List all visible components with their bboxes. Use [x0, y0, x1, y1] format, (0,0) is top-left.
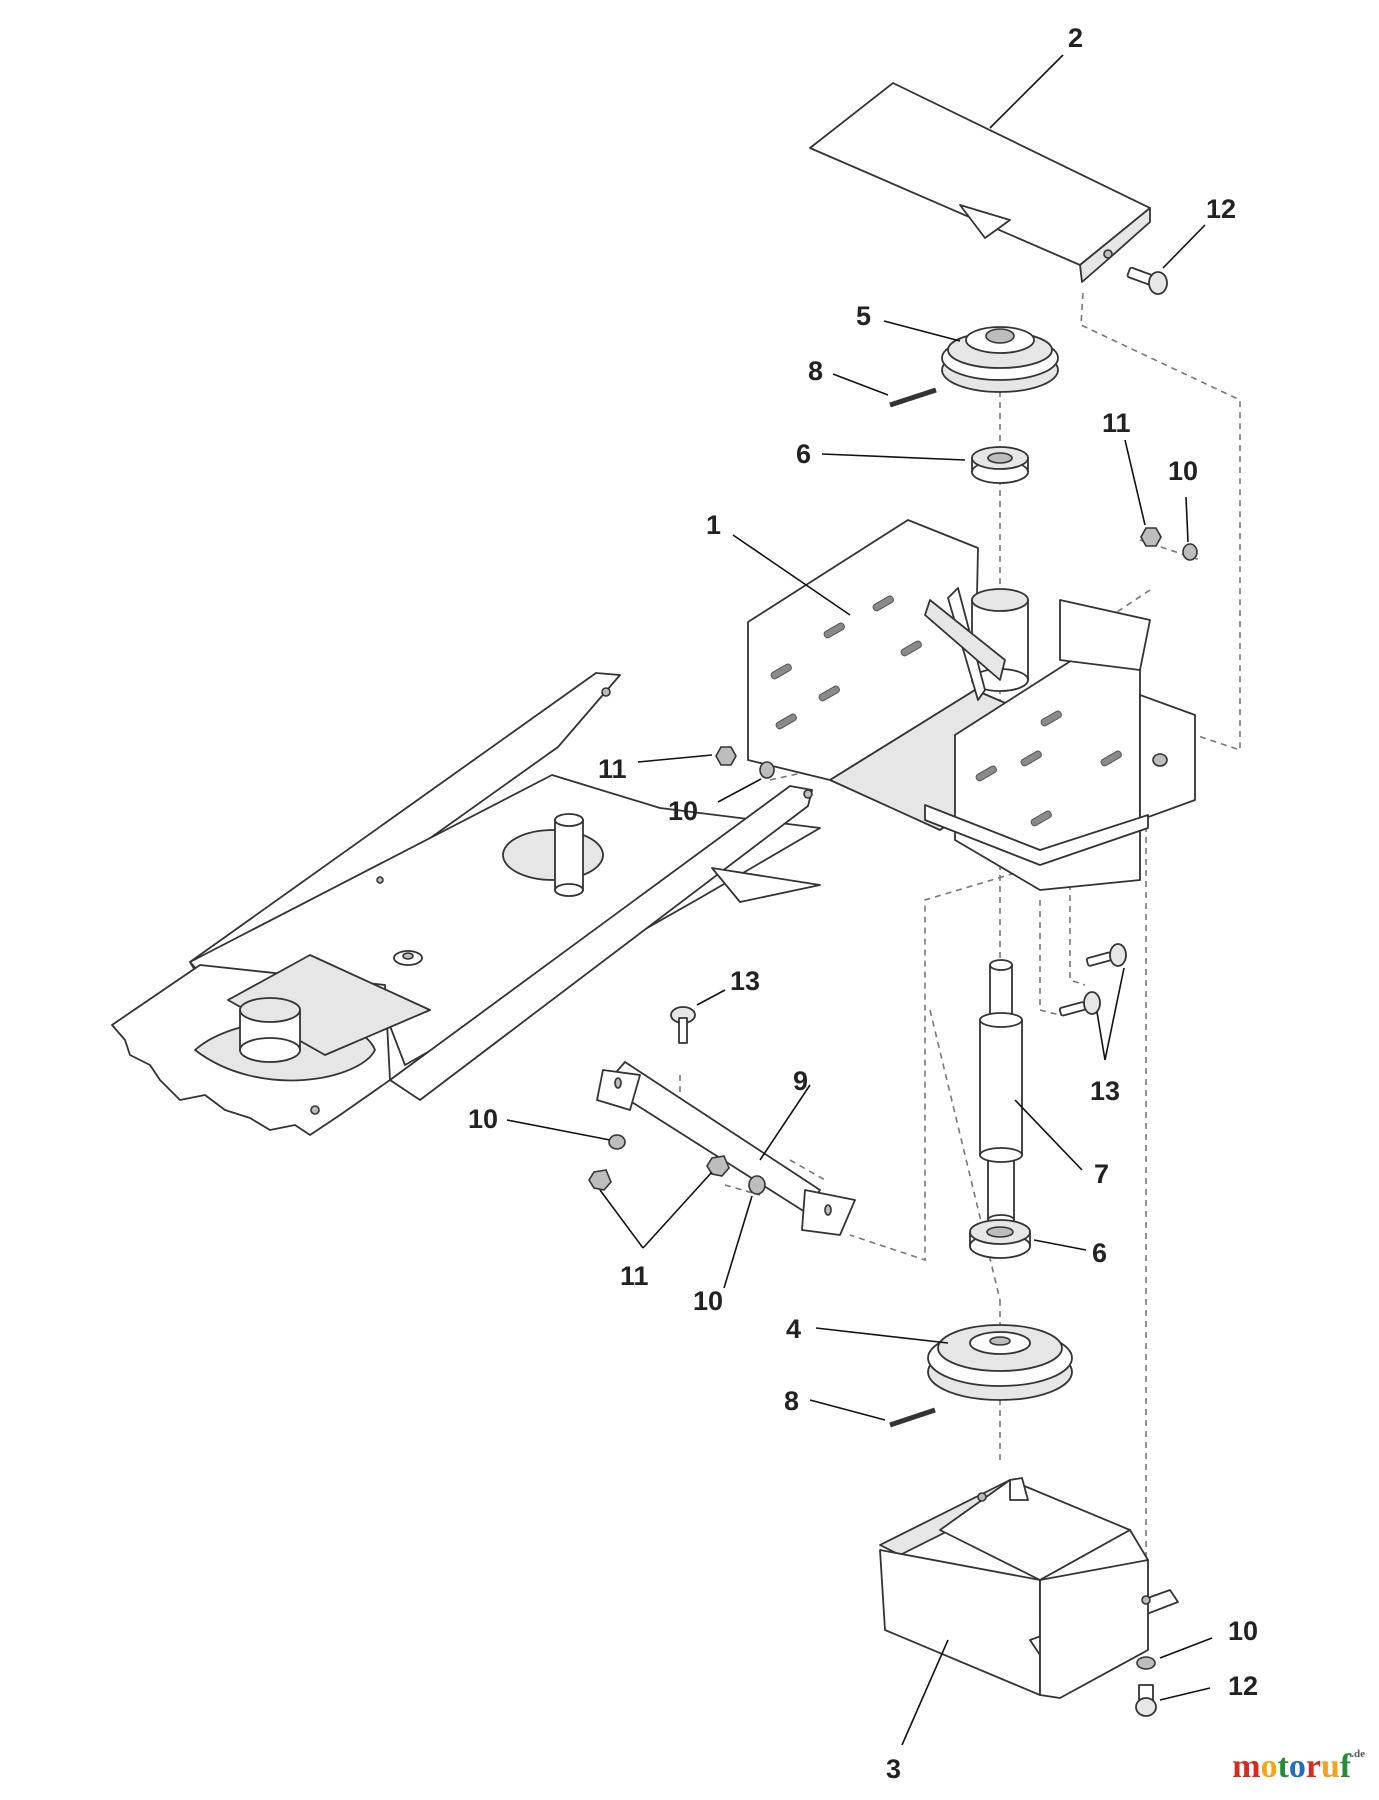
watermark-letter: t — [1277, 1748, 1289, 1785]
part-bearing-lower — [969, 1219, 1031, 1259]
part-screws-bracket — [1058, 943, 1127, 1017]
callout-10-bottom: 10 — [1228, 1616, 1258, 1646]
assembly-guide-lines — [679, 292, 1241, 1640]
callout-1: 1 — [706, 510, 721, 540]
callout-labels: 2 12 5 8 6 11 10 1 11 10 13 13 9 10 7 11… — [468, 23, 1258, 1784]
watermark-logo: motoruf.de — [1232, 1748, 1365, 1786]
callout-10-strap-right: 10 — [693, 1286, 723, 1316]
part-shaft — [979, 959, 1023, 1226]
callout-11-deck: 11 — [598, 754, 627, 784]
watermark-letter: m — [1232, 1748, 1261, 1785]
callout-9: 9 — [793, 1066, 808, 1096]
part-top-cover — [809, 82, 1151, 283]
callout-8-lower: 8 — [784, 1386, 799, 1416]
callout-13-bracket: 13 — [1090, 1076, 1120, 1106]
part-pin-lower — [889, 1407, 936, 1428]
part-main-bracket — [747, 519, 1196, 891]
callout-10-deck: 10 — [668, 796, 698, 826]
part-bolt-top — [1126, 266, 1168, 295]
part-bearing-top — [971, 446, 1029, 484]
part-nuts-washers-strap — [588, 1134, 766, 1195]
callout-4: 4 — [786, 1314, 801, 1344]
part-washer-bolt-bottom — [1135, 1656, 1157, 1717]
part-bottom-cover — [879, 1477, 1179, 1699]
part-nut-washer-upper-right — [1140, 527, 1198, 561]
watermark-letter: o — [1288, 1748, 1306, 1785]
callout-10-top-right: 10 — [1168, 456, 1198, 486]
part-pin-top — [889, 387, 937, 408]
watermark-letter: f — [1339, 1748, 1352, 1785]
callout-11-top-right: 11 — [1102, 408, 1131, 438]
part-strap-bracket — [596, 1061, 856, 1236]
watermark-domain: .de — [1351, 1748, 1365, 1760]
watermark-letter: o — [1260, 1748, 1278, 1785]
watermark-brand: motoruf — [1232, 1748, 1351, 1785]
callout-12-top: 12 — [1206, 194, 1236, 224]
watermark-letter: u — [1321, 1748, 1340, 1785]
part-lower-pulley — [927, 1324, 1073, 1401]
callout-10-strap-left: 10 — [468, 1104, 498, 1134]
callout-6-top: 6 — [796, 439, 811, 469]
callout-6-lower: 6 — [1092, 1238, 1107, 1268]
watermark-letter: r — [1305, 1748, 1321, 1785]
callout-5: 5 — [856, 301, 871, 331]
callout-7: 7 — [1094, 1159, 1109, 1189]
part-upper-pulley — [941, 326, 1059, 393]
part-screw-strap — [670, 1006, 696, 1044]
callout-11-strap: 11 — [620, 1261, 649, 1291]
part-deck-frame — [111, 672, 821, 1136]
part-nut-washer-deck — [715, 746, 775, 779]
callout-13-strap: 13 — [730, 966, 760, 996]
callout-3: 3 — [886, 1754, 901, 1784]
callout-2: 2 — [1068, 23, 1083, 53]
callout-12-bottom: 12 — [1228, 1671, 1258, 1701]
callout-8-top: 8 — [808, 356, 823, 386]
callout-leader-lines — [506, 54, 1213, 1746]
